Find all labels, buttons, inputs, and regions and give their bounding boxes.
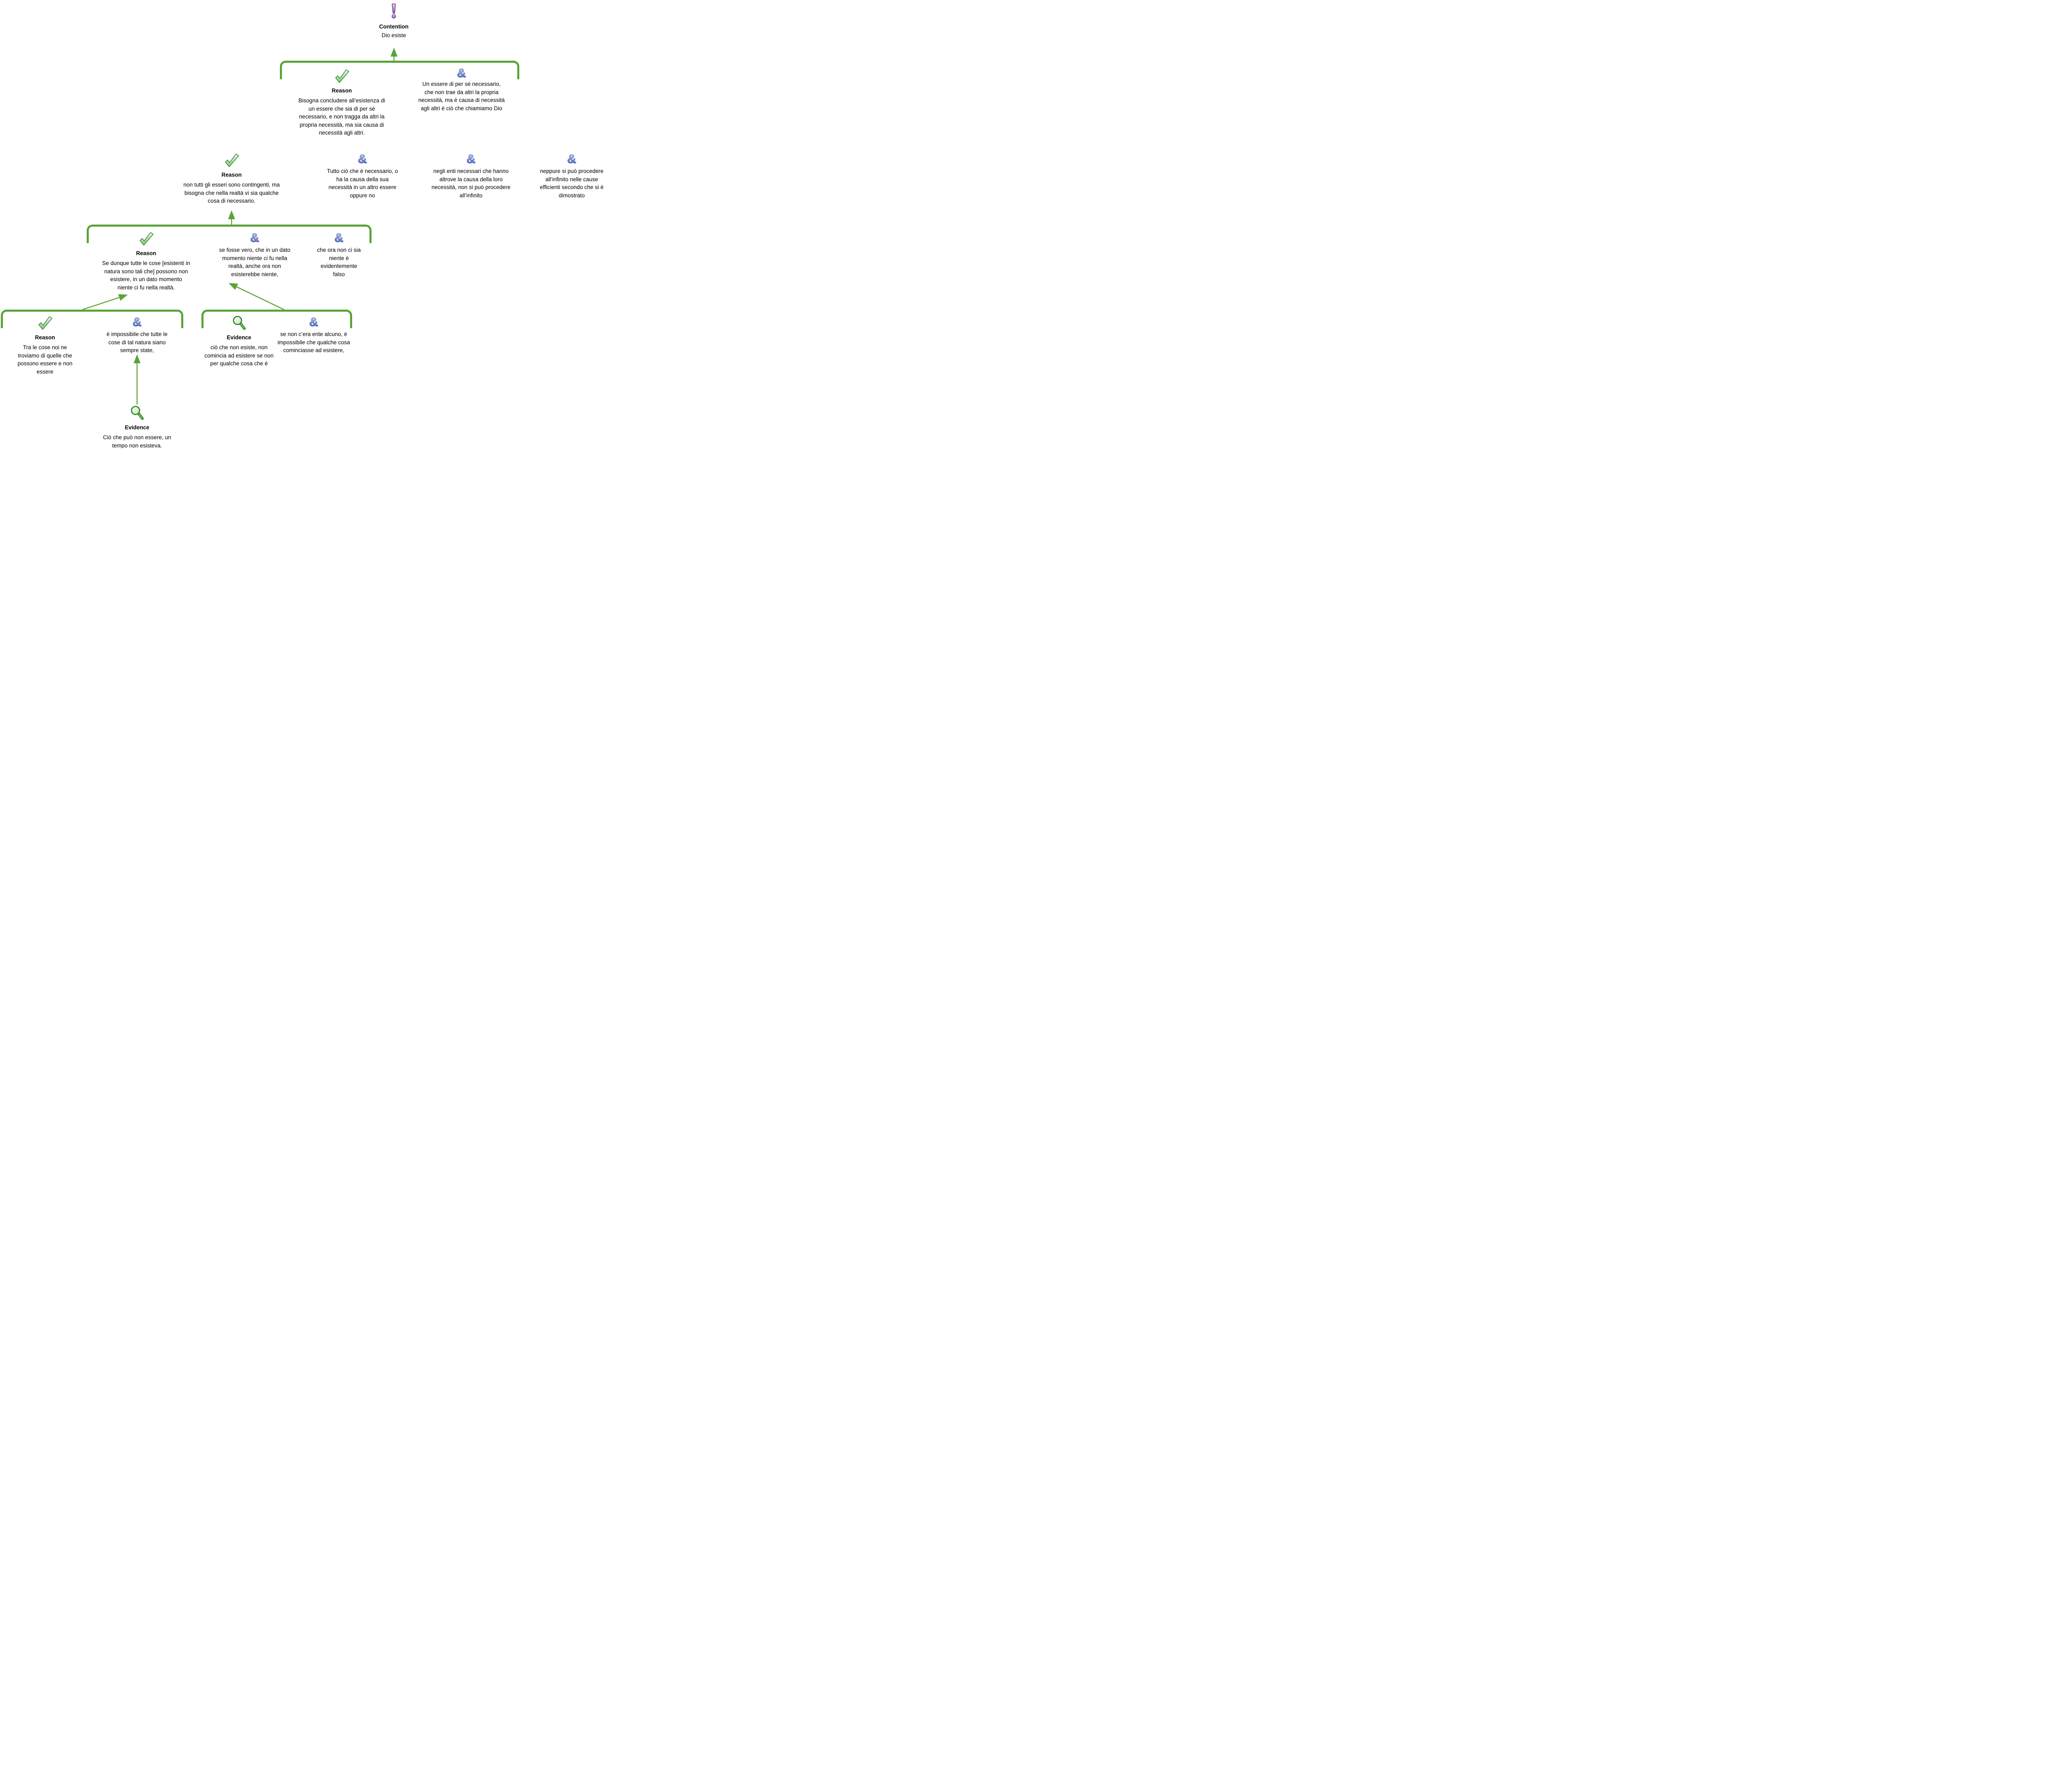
ampersand-icon: & [358,153,367,165]
node-label: Reason [136,250,156,256]
svg-text:&: & [309,316,318,328]
svg-text:&: & [567,153,576,165]
bracket-level-1 [280,61,519,79]
node-text: Se dunque tutte le cose [esistenti in na… [102,260,190,291]
node-reason-1[interactable]: Reason Bisogna concludere all’esistenza … [284,69,400,137]
node-text: Tutto ciò che è necessario, o ha la caus… [327,168,398,199]
node-reason-3[interactable]: Reason Se dunque tutte le cose [esistent… [87,232,205,291]
svg-text:&: & [334,232,343,244]
check-icon [38,316,52,330]
svg-text:&: & [358,153,367,165]
ampersand-icon: & [334,232,344,244]
ampersand-icon: & [466,153,476,165]
node-label: Reason [331,88,352,94]
node-evidence-2[interactable]: Evidence ciò che non esiste, non cominci… [195,315,283,368]
exclamation-icon [391,3,396,19]
node-and-2b[interactable]: & negli enti necessari che hanno altrove… [418,153,524,199]
node-text: Tra le cose noi ne troviamo di quelle ch… [17,344,73,375]
node-text: Bisogna concludere all’esistenza di un e… [298,97,386,136]
node-and-1[interactable]: & Un essere di per sé necessario, che no… [406,67,517,112]
magnifier-icon [130,406,144,420]
node-label: Reason [221,172,242,178]
argument-map-canvas: Contention Dio esiste Reason Bisogna con… [0,0,623,448]
node-evidence-1[interactable]: Evidence Ciò che può non essere, un temp… [96,405,178,448]
node-and-4[interactable]: & è impossibile che tutte le cose di tal… [95,316,179,355]
check-icon [139,232,154,246]
arrow-bracket3-to-reason3 [82,294,128,310]
node-text: Ciò che può non essere, un tempo non esi… [103,434,171,448]
svg-text:&: & [133,316,142,328]
node-label: Evidence [125,424,149,431]
node-contention[interactable]: Contention Dio esiste [361,3,427,40]
node-text: Un essere di per sé necessario, che non … [418,81,505,111]
node-text: non tutti gli esseri sono contingenti, m… [183,182,280,204]
node-reason-2[interactable]: Reason non tutti gli esseri sono conting… [172,154,291,205]
node-text: ciò che non esiste, non comincia ad esis… [204,344,274,367]
node-text: è impossibile che tutte le cose di tal n… [107,331,168,353]
node-reason-4[interactable]: Reason Tra le cose noi ne troviamo di qu… [8,316,82,376]
svg-text:&: & [466,153,476,165]
node-and-2a[interactable]: & Tutto ciò che è necessario, o ha la ca… [311,153,414,199]
check-icon [335,69,349,83]
ampersand-icon: & [309,316,319,328]
arrow-bracket4-to-and3a [228,283,284,310]
node-text: se non c’era ente alcuno, è impossibile … [277,331,350,353]
magnifier-icon [232,316,246,330]
ampersand-icon: & [567,153,577,165]
node-text: negli enti necessari che hanno altrove l… [431,168,511,199]
node-and-5[interactable]: & se non c’era ente alcuno, è impossibil… [266,316,361,355]
bracket-bottom-left [1,310,183,328]
bracket-bottom-middle [201,310,352,328]
node-label: Contention [379,24,409,30]
node-text: che ora non ci sia niente è evidentement… [317,247,361,277]
node-text: neppure si può procedere all’infinito ne… [540,168,604,199]
node-label: Evidence [227,334,251,341]
svg-text:&: & [457,67,466,79]
node-and-3a[interactable]: & se fosse vero, che in un dato momento … [209,232,300,278]
check-icon [225,154,239,167]
node-and-3b[interactable]: & che ora non ci sia niente è evidenteme… [304,232,374,278]
node-label: Reason [35,334,55,341]
bracket-level-2 [87,225,372,243]
node-and-2c[interactable]: & neppure si può procedere all’infinito … [521,153,623,199]
node-text: Dio esiste [381,32,406,38]
node-text: se fosse vero, che in un dato momento ni… [219,247,291,277]
ampersand-icon: & [133,316,142,328]
svg-text:&: & [250,232,259,244]
ampersand-icon: & [250,232,260,244]
ampersand-icon: & [457,67,466,79]
